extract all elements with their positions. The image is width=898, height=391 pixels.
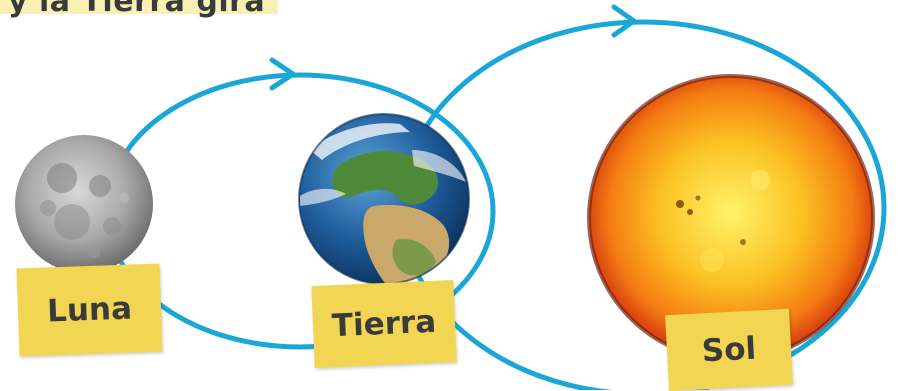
moon-label-text: Luna	[46, 290, 133, 330]
earth-label-text: Tierra	[331, 303, 437, 345]
moon-orbit-arrow	[269, 57, 296, 91]
moon-icon	[15, 135, 153, 273]
header-text-fragment: y la Tierra gira	[8, 0, 266, 19]
sun-label: Sol	[665, 308, 793, 391]
earth-orbit-arrow	[611, 4, 637, 38]
sun-label-text: Sol	[700, 330, 758, 370]
earth-icon	[298, 113, 470, 285]
header-tab: y la Tierra gira	[0, 0, 278, 19]
earth-label: Tierra	[311, 279, 457, 369]
moon-label: Luna	[16, 263, 163, 357]
